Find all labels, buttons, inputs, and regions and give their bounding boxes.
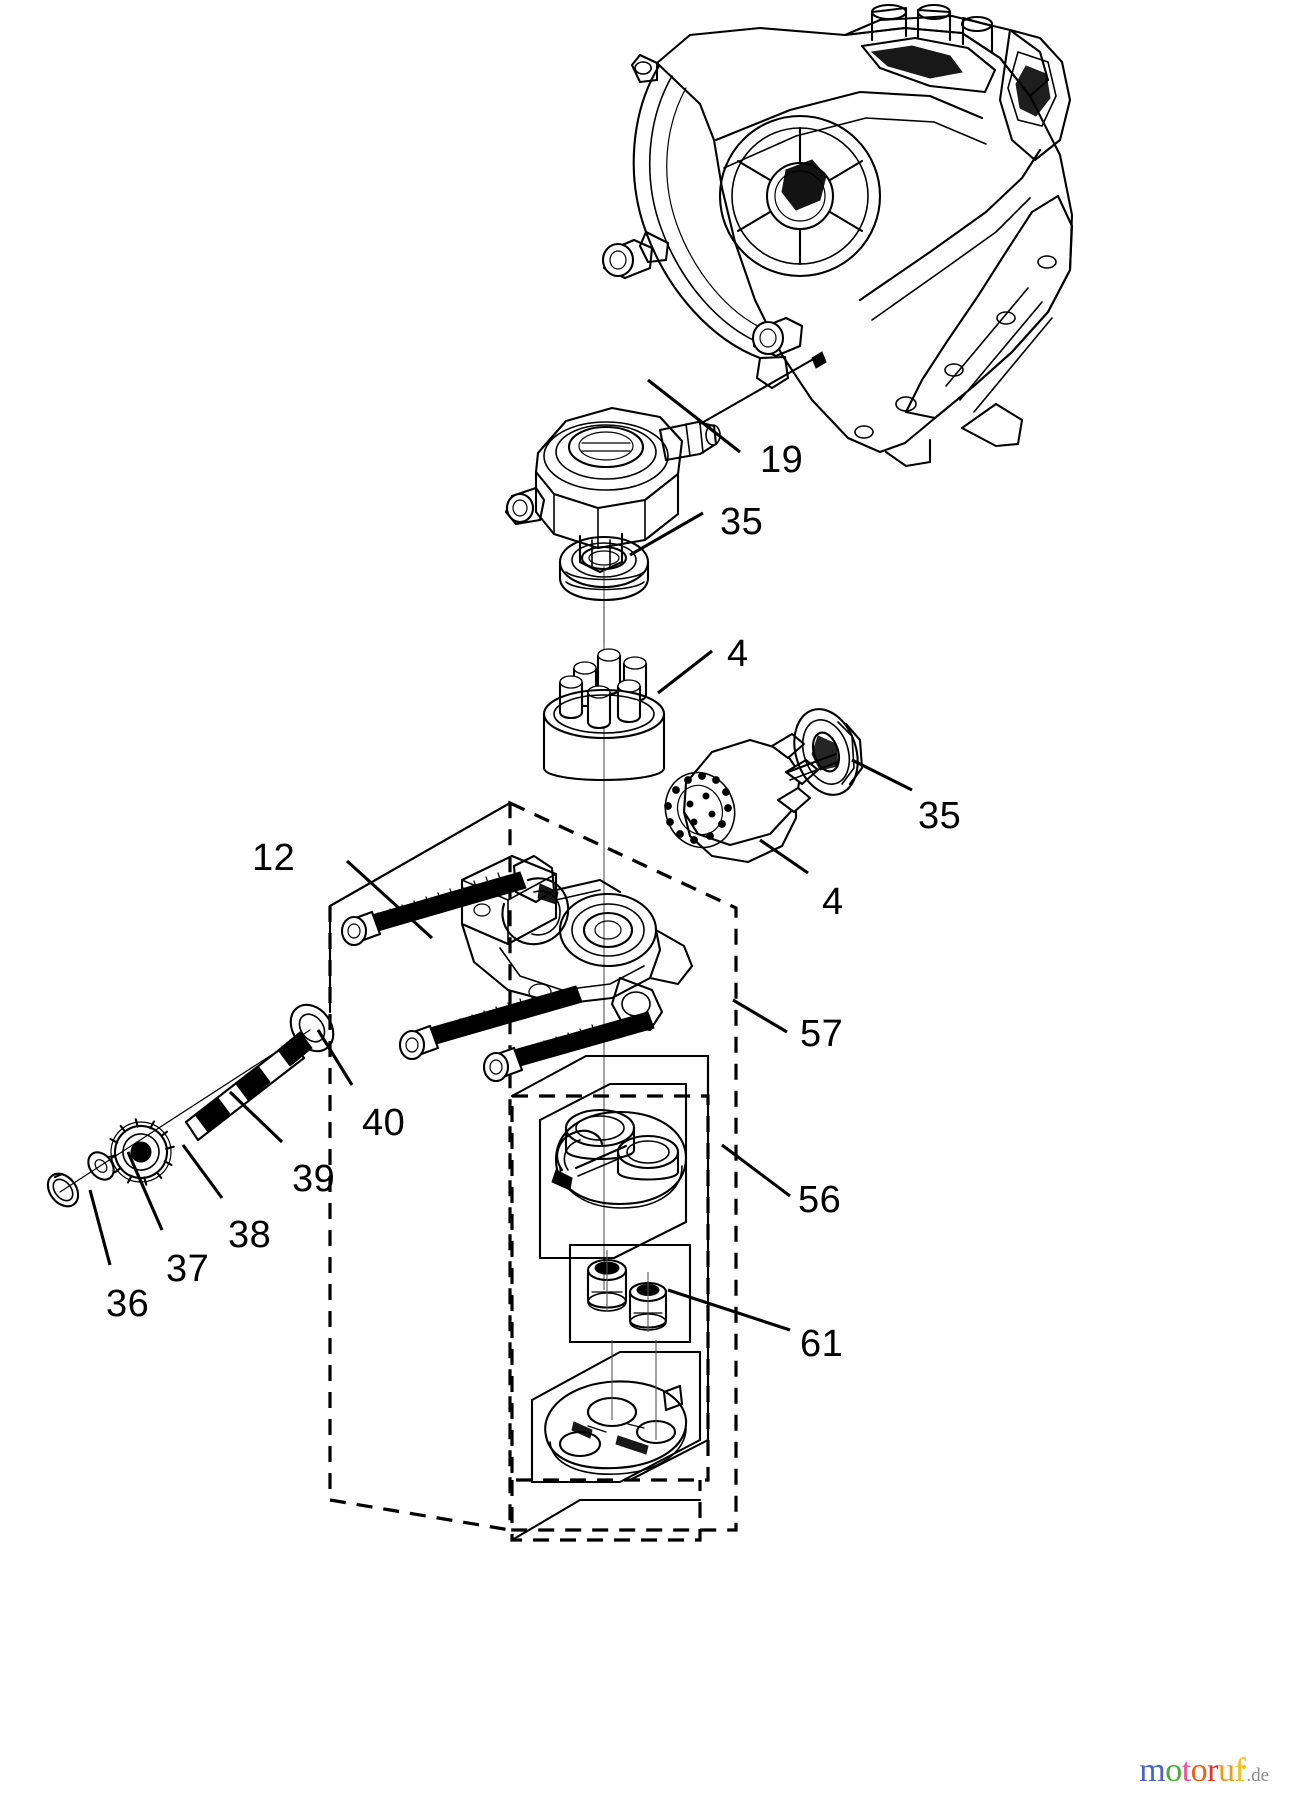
- callout-37: 37: [166, 1248, 210, 1290]
- callout-12: 12: [252, 837, 296, 879]
- transmission-housing-illustration: [601, 3, 1074, 468]
- watermark-dot-icon: [1242, 1764, 1247, 1769]
- callout-35-lower: 35: [918, 795, 962, 837]
- callout-39: 39: [292, 1158, 336, 1200]
- pump-body-illustration: [460, 854, 694, 1032]
- watermark-letter-o1: o: [1165, 1752, 1182, 1789]
- cylinder-block-4-upper-illustration: [542, 648, 666, 781]
- group-box-61-inner: [568, 1243, 692, 1344]
- callout-36: 36: [106, 1283, 150, 1325]
- group-box-57-lower: [510, 1480, 702, 1542]
- callout-57: 57: [800, 1013, 844, 1055]
- callout-40: 40: [362, 1102, 406, 1144]
- callout-4-lower: 4: [822, 881, 844, 923]
- seal-35-upper-illustration: [558, 535, 650, 602]
- motoruf-watermark: motoruf.de: [1139, 1754, 1269, 1788]
- pump-shaft-assembly-illustration: [46, 1003, 335, 1208]
- watermark-suffix: .de: [1246, 1765, 1269, 1786]
- callout-leader-lines: [88, 378, 913, 1332]
- charge-pump-56-illustration: [551, 1108, 688, 1209]
- watermark-letter-t: t: [1181, 1752, 1191, 1789]
- watermark-letter-r: r: [1207, 1752, 1218, 1789]
- assembly-leader-19: [698, 355, 819, 426]
- seal-35-lower-illustration: [793, 708, 864, 796]
- cover-plate-illustration: [530, 1340, 702, 1484]
- group-box-57: [328, 800, 738, 1532]
- watermark-letter-o2: o: [1190, 1752, 1208, 1789]
- callout-19: 19: [760, 439, 804, 481]
- callout-38: 38: [228, 1214, 272, 1256]
- cylinder-block-4-lower-illustration: [664, 732, 839, 864]
- callout-35-upper: 35: [720, 501, 764, 543]
- cap-screws-12-illustration: [340, 871, 655, 1083]
- watermark-letter-m: m: [1139, 1752, 1166, 1789]
- callout-61: 61: [800, 1323, 844, 1365]
- group-box-56: [510, 1054, 710, 1482]
- callout-56: 56: [798, 1179, 842, 1221]
- callout-4-upper: 4: [727, 633, 749, 675]
- watermark-letter-u: u: [1217, 1752, 1235, 1789]
- check-valve-61-illustration: [586, 1250, 668, 1332]
- watermark-letter-f: f: [1234, 1752, 1246, 1789]
